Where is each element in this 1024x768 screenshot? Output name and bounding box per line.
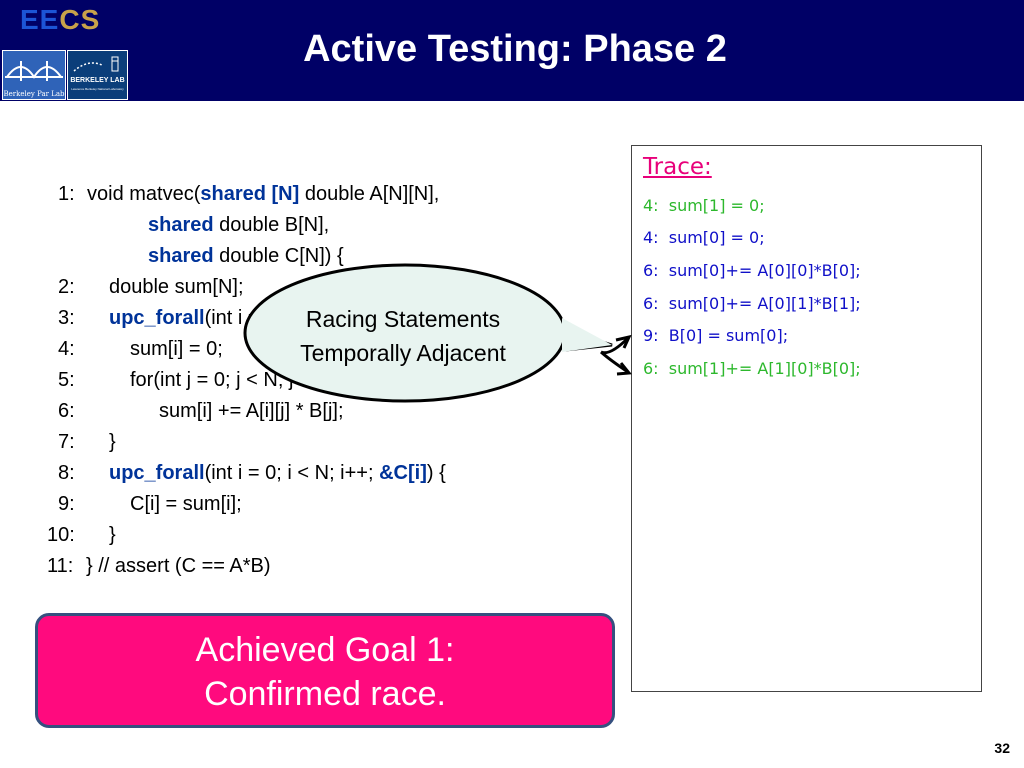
- code-text: void matvec(shared [N] double A[N][N],: [87, 180, 439, 208]
- code-text: sum[i] = 0;: [130, 338, 223, 360]
- code-text: C[i] = sum[i];: [130, 493, 242, 515]
- line-number: 9:: [58, 493, 75, 515]
- code-line-2: 2: double sum[N];: [40, 273, 244, 304]
- code-line-11: 11: } // assert (C == A*B): [40, 552, 271, 583]
- goal-line-2: Confirmed race.: [204, 675, 446, 713]
- code-keyword: &C[i]: [379, 462, 427, 484]
- code-keyword: shared: [148, 214, 214, 236]
- code-line-1: 1: void matvec(shared [N] double A[N][N]…: [40, 180, 439, 211]
- code-line-9: 9: C[i] = sum[i];: [40, 490, 242, 521]
- line-number: 2:: [58, 276, 75, 298]
- code-line-10: 10: }: [40, 521, 116, 552]
- berkeley-lab-subtext: Lawrence Berkeley National Laboratory: [71, 87, 124, 91]
- code-text: double sum[N];: [109, 276, 244, 298]
- code-fragment: ) {: [426, 462, 446, 484]
- trace-line: 9: B[0] = sum[0];: [643, 326, 789, 345]
- eecs-logo-cs: CS: [59, 4, 101, 35]
- line-number: 5:: [58, 369, 75, 391]
- goal-line-1: Achieved Goal 1:: [195, 631, 455, 669]
- code-line-1-cont-b: shared double B[N],: [40, 211, 329, 242]
- code-fragment: double A[N][N],: [299, 183, 440, 205]
- code-text: }: [109, 431, 116, 453]
- line-number: 7:: [58, 431, 75, 453]
- line-number: 3:: [58, 307, 75, 329]
- code-text: shared double B[N],: [148, 211, 329, 239]
- trace-line: 6: sum[0]+= A[0][1]*B[1];: [643, 294, 861, 313]
- code-text: shared double C[N]) {: [148, 242, 344, 270]
- code-fragment: (int i = 0; i < N; i++;: [204, 462, 380, 484]
- berkeley-par-lab-logo: Berkeley Par Lab: [2, 50, 66, 100]
- code-text: upc_forall(int i = 0; i < N; i++; &C[i])…: [109, 459, 446, 487]
- berkeley-lab-logo: BERKELEY LAB Lawrence Berkeley National …: [67, 50, 128, 100]
- code-line-1-cont-c: shared double C[N]) {: [40, 242, 344, 273]
- berkeley-lab-text: BERKELEY LAB: [70, 77, 125, 84]
- code-line-7: 7: }: [40, 428, 116, 459]
- goal-banner: Achieved Goal 1: Confirmed race.: [35, 613, 615, 728]
- line-number: 8:: [58, 462, 75, 484]
- callout-line-1: Racing Statements: [305, 306, 501, 332]
- eecs-logo-ee: EE: [20, 4, 60, 35]
- code-text: } // assert (C == A*B): [86, 555, 271, 577]
- code-fragment: double B[N],: [213, 214, 330, 236]
- trace-panel: Trace: 4: sum[1] = 0; 4: sum[0] = 0; 6: …: [631, 145, 982, 692]
- callout-text: Racing Statements Temporally Adjacent: [260, 302, 546, 370]
- code-fragment: double C[N]) {: [213, 245, 344, 267]
- logo-area: EECS Berkeley Par Lab BERKELEY LAB Lawre…: [0, 0, 128, 101]
- trace-line: 4: sum[0] = 0;: [643, 228, 765, 247]
- line-number: 10:: [47, 524, 75, 546]
- berkeley-par-lab-text: Berkeley Par Lab: [3, 90, 65, 98]
- lab-building-icon: [73, 56, 119, 72]
- code-keyword: upc_forall: [109, 462, 205, 484]
- line-number: 11:: [47, 555, 74, 577]
- code-keyword: shared [N]: [200, 183, 300, 205]
- slide-header: EECS Berkeley Par Lab BERKELEY LAB Lawre…: [0, 0, 1024, 101]
- callout-line-2: Temporally Adjacent: [300, 340, 506, 366]
- code-text: sum[i] += A[i][j] * B[j];: [159, 400, 344, 422]
- trace-line: 6: sum[1]+= A[1][0]*B[0];: [643, 359, 861, 378]
- trace-title: Trace:: [643, 154, 712, 180]
- slide-title: Active Testing: Phase 2: [303, 28, 727, 70]
- code-line-4: 4: sum[i] = 0;: [40, 335, 223, 366]
- code-line-8: 8: upc_forall(int i = 0; i < N; i++; &C[…: [40, 459, 446, 490]
- eecs-logo: EECS: [20, 4, 100, 36]
- code-keyword: shared: [148, 245, 214, 267]
- trace-line: 4: sum[1] = 0;: [643, 196, 765, 215]
- code-keyword: upc_forall: [109, 307, 205, 329]
- bridge-icon: [5, 61, 63, 81]
- page-number: 32: [994, 740, 1010, 756]
- line-number: 4:: [58, 338, 75, 360]
- code-fragment: void matvec(: [87, 183, 201, 205]
- code-line-6: 6: sum[i] += A[i][j] * B[j];: [40, 397, 344, 428]
- line-number: 1:: [58, 183, 75, 205]
- trace-line: 6: sum[0]+= A[0][0]*B[0];: [643, 261, 861, 280]
- code-text: }: [109, 524, 116, 546]
- line-number: 6:: [58, 400, 75, 422]
